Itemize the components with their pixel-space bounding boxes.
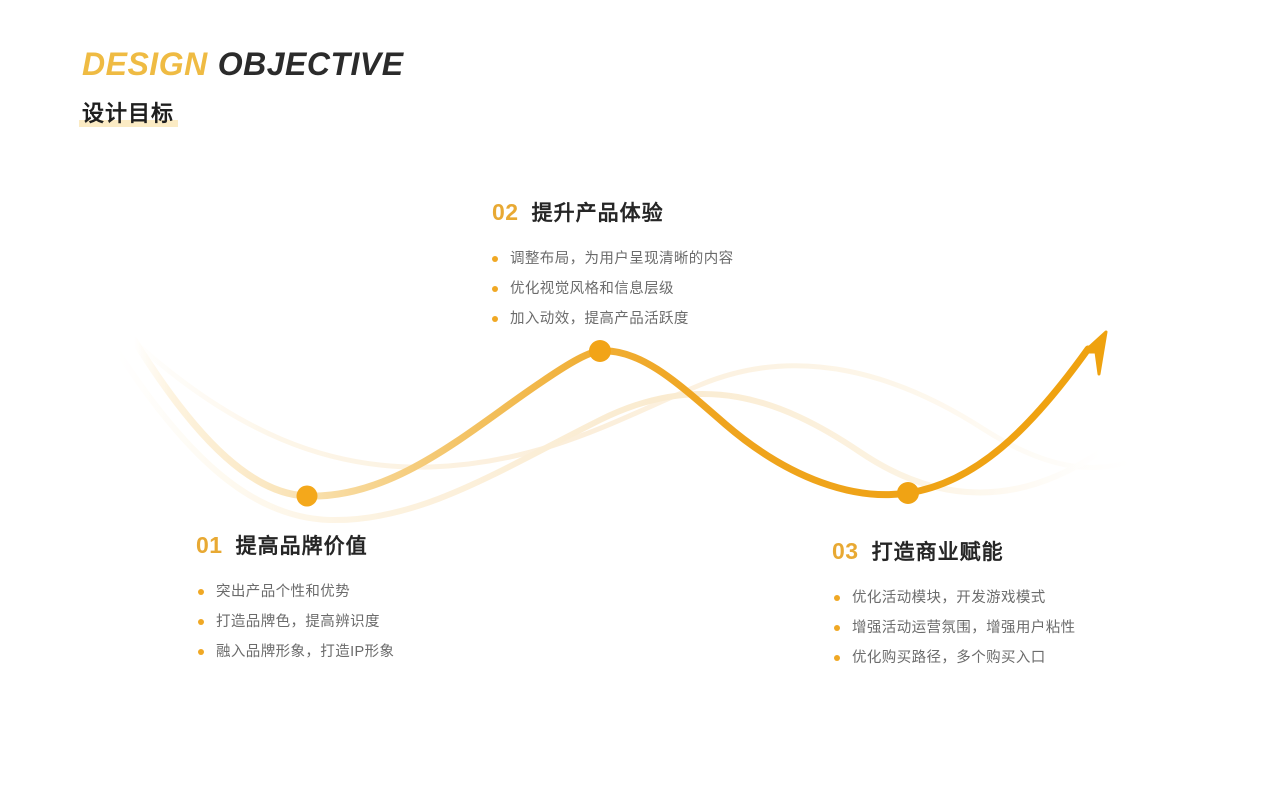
list-item: 突出产品个性和优势 <box>198 577 394 607</box>
section-03-title: 打造商业赋能 <box>871 541 1004 564</box>
list-item: 调整布局，为用户呈现清晰的内容 <box>492 244 734 274</box>
page-subtitle-label: 设计目标 <box>82 101 175 126</box>
objective-section-03: 03 打造商业赋能 优化活动模块，开发游戏模式 增强活动运营氛围，增强用户粘性 … <box>832 536 1076 673</box>
list-item-label: 加入动效，提高产品活跃度 <box>510 311 689 327</box>
list-item-label: 优化购买路径，多个购买入口 <box>852 650 1046 666</box>
background-ghost-curve-lower <box>115 349 1103 524</box>
list-item: 优化视觉风格和信息层级 <box>492 274 734 304</box>
list-item: 打造品牌色，提高辨识度 <box>198 607 394 637</box>
bullet-dot-icon <box>834 595 840 601</box>
list-item: 增强活动运营氛围，增强用户粘性 <box>834 613 1076 643</box>
section-03-number: 03 <box>832 538 859 564</box>
list-item-label: 增强活动运营氛围，增强用户粘性 <box>852 620 1076 636</box>
curve-node-03[interactable] <box>897 482 919 504</box>
subtitle-highlight-underline <box>79 120 179 127</box>
bullet-dot-icon <box>834 655 840 661</box>
section-03-bullet-list: 优化活动模块，开发游戏模式 增强活动运营氛围，增强用户粘性 优化购买路径，多个购… <box>834 583 1076 673</box>
main-progress-curve <box>130 336 1092 500</box>
section-01-title: 提高品牌价值 <box>235 535 368 558</box>
list-item: 加入动效，提高产品活跃度 <box>492 304 734 334</box>
arrow-head-icon <box>1082 330 1108 376</box>
curve-node-01[interactable] <box>296 485 318 507</box>
page-title-secondary: OBJECTIVE <box>217 46 404 82</box>
page-subtitle: 设计目标 <box>79 100 179 128</box>
page-title-primary: DESIGN <box>82 46 208 82</box>
bullet-dot-icon <box>198 619 204 625</box>
list-item-label: 优化视觉风格和信息层级 <box>510 281 674 297</box>
section-01-number: 01 <box>196 532 223 558</box>
list-item-label: 打造品牌色，提高辨识度 <box>216 614 380 630</box>
objective-section-01: 01 提高品牌价值 突出产品个性和优势 打造品牌色，提高辨识度 融入品牌形象，打… <box>196 530 394 667</box>
bullet-dot-icon <box>198 649 204 655</box>
section-02-bullet-list: 调整布局，为用户呈现清晰的内容 优化视觉风格和信息层级 加入动效，提高产品活跃度 <box>492 244 734 334</box>
section-03-heading: 03 打造商业赋能 <box>832 536 1076 566</box>
curve-node-02[interactable] <box>589 340 611 362</box>
objective-section-02: 02 提升产品体验 调整布局，为用户呈现清晰的内容 优化视觉风格和信息层级 加入… <box>492 197 734 334</box>
section-02-heading: 02 提升产品体验 <box>492 197 734 227</box>
list-item-label: 优化活动模块，开发游戏模式 <box>852 590 1046 606</box>
section-01-heading: 01 提高品牌价值 <box>196 530 394 560</box>
bullet-dot-icon <box>834 625 840 631</box>
list-item: 优化购买路径，多个购买入口 <box>834 643 1076 673</box>
section-01-bullet-list: 突出产品个性和优势 打造品牌色，提高辨识度 融入品牌形象，打造IP形象 <box>198 577 394 667</box>
list-item-label: 融入品牌形象，打造IP形象 <box>216 644 395 660</box>
list-item-label: 突出产品个性和优势 <box>216 584 351 600</box>
list-item: 优化活动模块，开发游戏模式 <box>834 583 1076 613</box>
list-item: 融入品牌形象，打造IP形象 <box>198 637 394 667</box>
bullet-dot-icon <box>492 316 498 322</box>
bullet-dot-icon <box>492 256 498 262</box>
list-item-label: 调整布局，为用户呈现清晰的内容 <box>510 251 734 267</box>
bullet-dot-icon <box>492 286 498 292</box>
background-ghost-curve-upper <box>125 333 1133 471</box>
section-02-title: 提升产品体验 <box>531 202 664 225</box>
bullet-dot-icon <box>198 589 204 595</box>
section-02-number: 02 <box>492 199 519 225</box>
